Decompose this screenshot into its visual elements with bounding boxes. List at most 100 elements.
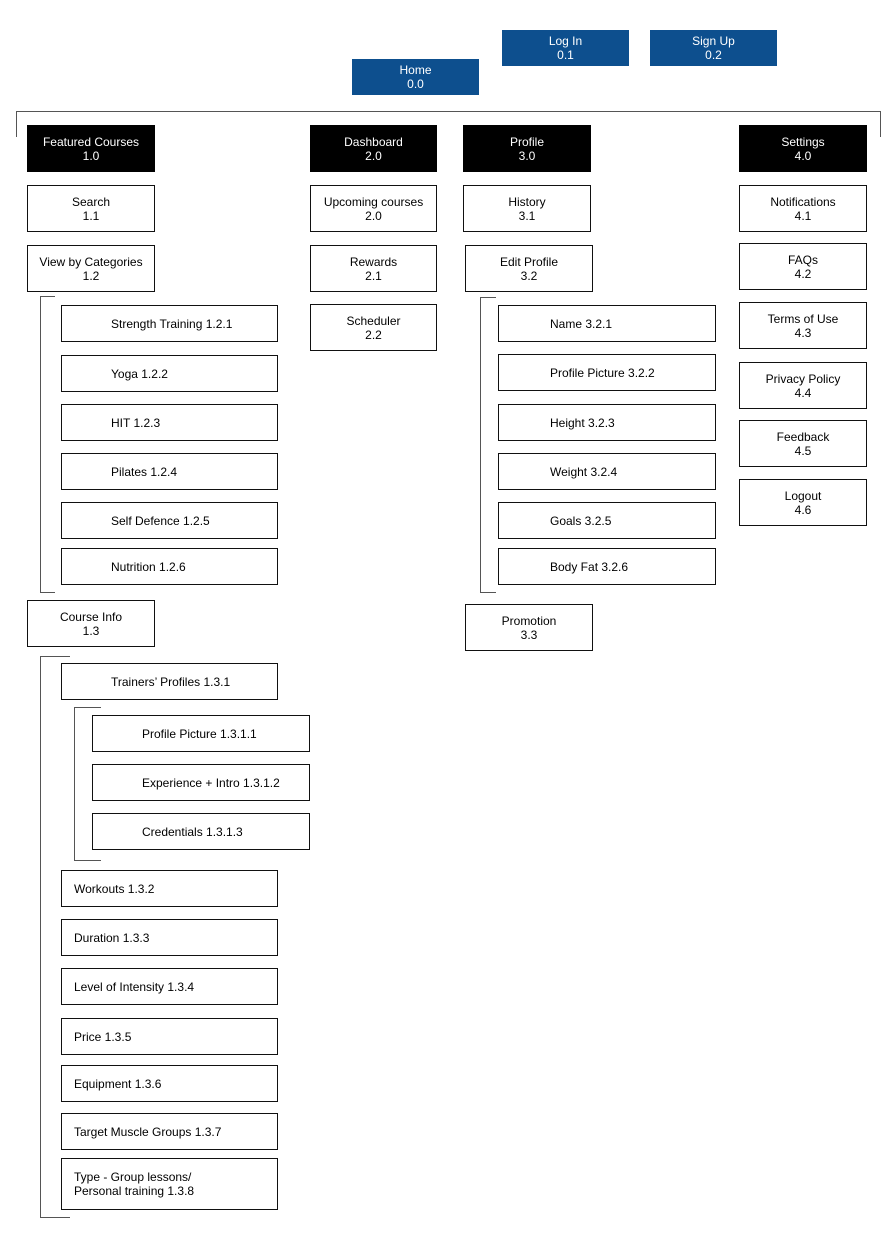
terms-of-use-node: Terms of Use 4.3 [739, 302, 867, 349]
home-code: 0.0 [407, 77, 424, 91]
node-code: 4.5 [794, 443, 812, 458]
featured-courses-header: Featured Courses 1.0 [27, 125, 155, 172]
node-code: 4.4 [794, 385, 812, 400]
item-label: Trainers’ Profiles 1.3.1 [111, 674, 231, 689]
course-info-node: Course Info 1.3 [27, 600, 155, 647]
search-node: Search 1.1 [27, 185, 155, 232]
signup-node: Sign Up 0.2 [650, 30, 777, 66]
rewards-node: Rewards 2.1 [310, 245, 437, 292]
item-label: Goals 3.2.5 [550, 513, 612, 528]
dashboard-header: Dashboard 2.0 [310, 125, 437, 172]
course-info-bracket [40, 656, 70, 1218]
header-code: 3.0 [518, 148, 536, 163]
item-label: Pilates 1.2.4 [111, 464, 178, 479]
item-label-line2: Personal training 1.3.8 [74, 1184, 195, 1198]
categories-bracket [40, 296, 55, 593]
header-code: 1.0 [82, 148, 100, 163]
node-code: 4.6 [794, 502, 812, 517]
course-item: Duration 1.3.3 [61, 919, 278, 956]
item-label: Workouts 1.3.2 [74, 881, 155, 896]
item-label: Duration 1.3.3 [74, 930, 150, 945]
node-code: 1.3 [82, 623, 100, 638]
course-item: Level of Intensity 1.3.4 [61, 968, 278, 1005]
feedback-node: Feedback 4.5 [739, 420, 867, 467]
node-label: History [508, 194, 546, 209]
trainer-item: Profile Picture 1.3.1.1 [92, 715, 310, 752]
edit-profile-node: Edit Profile 3.2 [465, 245, 593, 292]
node-code: 3.3 [520, 627, 538, 642]
view-by-categories-node: View by Categories 1.2 [27, 245, 155, 292]
item-label: Nutrition 1.2.6 [111, 559, 186, 574]
item-label: Yoga 1.2.2 [111, 366, 168, 381]
header-code: 2.0 [365, 148, 382, 163]
course-item: Target Muscle Groups 1.3.7 [61, 1113, 278, 1150]
logout-node: Logout 4.6 [739, 479, 867, 526]
item-label-line1: Type - Group lessons/ [74, 1170, 192, 1184]
login-node: Log In 0.1 [502, 30, 629, 66]
privacy-policy-node: Privacy Policy 4.4 [739, 362, 867, 409]
node-label: Terms of Use [767, 311, 839, 326]
header-label: Settings [781, 134, 825, 149]
category-item: Nutrition 1.2.6 [61, 548, 278, 585]
item-label: HIT 1.2.3 [111, 415, 161, 430]
node-code: 1.2 [82, 268, 100, 283]
profile-header: Profile 3.0 [463, 125, 591, 172]
edit-profile-item: Body Fat 3.2.6 [498, 548, 716, 585]
settings-header: Settings 4.0 [739, 125, 867, 172]
edit-profile-item: Weight 3.2.4 [498, 453, 716, 490]
node-code: 2.0 [365, 208, 382, 223]
upcoming-courses-node: Upcoming courses 2.0 [310, 185, 437, 232]
category-item: Self Defence 1.2.5 [61, 502, 278, 539]
item-label: Profile Picture 1.3.1.1 [142, 726, 257, 741]
node-label: Course Info [59, 609, 123, 624]
node-label: Notifications [770, 194, 836, 209]
node-code: 1.1 [82, 208, 100, 223]
node-code: 2.2 [365, 327, 382, 342]
node-code: 4.3 [794, 325, 812, 340]
header-code: 4.0 [794, 148, 812, 163]
item-label: Profile Picture 3.2.2 [550, 365, 655, 380]
promotion-node: Promotion 3.3 [465, 604, 593, 651]
node-label: Edit Profile [499, 254, 559, 269]
course-item: Equipment 1.3.6 [61, 1065, 278, 1102]
node-label: Feedback [776, 429, 830, 444]
node-label: Upcoming courses [323, 194, 424, 209]
header-label: Featured Courses [42, 134, 140, 149]
scheduler-node: Scheduler 2.2 [310, 304, 437, 351]
trainer-item: Experience + Intro 1.3.1.2 [92, 764, 310, 801]
edit-profile-item: Profile Picture 3.2.2 [498, 354, 716, 391]
node-label: Promotion [501, 613, 557, 628]
item-label: Name 3.2.1 [550, 316, 613, 331]
item-label: Target Muscle Groups 1.3.7 [74, 1124, 222, 1139]
type-item: Type - Group lessons/ Personal training … [61, 1158, 278, 1210]
header-label: Profile [509, 134, 544, 149]
faqs-node: FAQs 4.2 [739, 243, 867, 290]
login-code: 0.1 [557, 48, 574, 62]
trainer-item: Credentials 1.3.1.3 [92, 813, 310, 850]
node-label: Privacy Policy [765, 371, 841, 386]
category-item: Pilates 1.2.4 [61, 453, 278, 490]
edit-profile-bracket [480, 297, 496, 593]
signup-code: 0.2 [705, 48, 722, 62]
item-label: Strength Training 1.2.1 [111, 316, 233, 331]
category-item: Yoga 1.2.2 [61, 355, 278, 392]
notifications-node: Notifications 4.1 [739, 185, 867, 232]
trainers-profiles-node: Trainers’ Profiles 1.3.1 [61, 663, 278, 700]
node-label: Rewards [349, 254, 398, 269]
trainers-bracket [74, 707, 101, 861]
node-label: FAQs [787, 252, 818, 267]
node-code: 4.1 [794, 208, 812, 223]
item-label: Weight 3.2.4 [550, 464, 618, 479]
node-label: View by Categories [39, 254, 143, 269]
category-item: Strength Training 1.2.1 [61, 305, 278, 342]
item-label: Height 3.2.3 [550, 415, 615, 430]
edit-profile-item: Height 3.2.3 [498, 404, 716, 441]
signup-label: Sign Up [692, 34, 735, 48]
node-code: 3.1 [518, 208, 536, 223]
course-item: Price 1.3.5 [61, 1018, 278, 1055]
item-label: Body Fat 3.2.6 [550, 559, 629, 574]
item-label: Equipment 1.3.6 [74, 1076, 162, 1091]
item-label: Experience + Intro 1.3.1.2 [142, 775, 280, 790]
item-label: Level of Intensity 1.3.4 [74, 979, 195, 994]
section-connector [16, 111, 881, 137]
